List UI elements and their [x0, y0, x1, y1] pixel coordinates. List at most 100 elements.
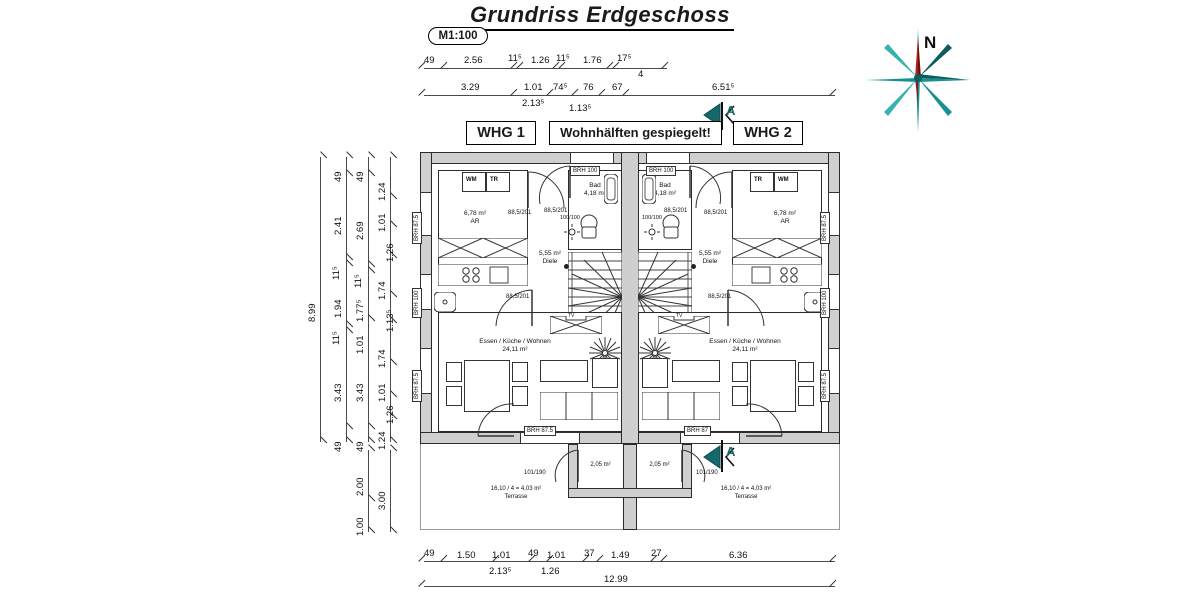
dryer-label-left: TR: [490, 177, 498, 183]
room-wohnen-area-left: 24,11 m²: [502, 346, 528, 353]
bottom-dim-label: 49: [528, 548, 539, 559]
chair-left: [512, 362, 528, 382]
washer-right: [774, 172, 798, 192]
terrace-dim-label: 2.00: [355, 477, 366, 497]
page-title-text: Grundriss Erdgeschoss: [466, 2, 734, 31]
top-dim2-sub-label: 2.13⁵: [522, 98, 545, 109]
window-label-north-right: BRH 100: [646, 166, 677, 176]
window-label-right: BRH 87.5: [820, 211, 830, 244]
floor-plan: WM TR 6,78 m² AR Bad 4,18 m² 100/100 5,5…: [412, 152, 840, 530]
bottom-dim-label: 1.49: [611, 550, 630, 561]
room-ar-name-right: AR: [780, 218, 790, 225]
room-bad-area-right: 4,18 m²: [653, 190, 677, 197]
top-dim-label: 11⁵: [556, 53, 570, 64]
wall-party: [621, 152, 639, 444]
section-marker-top: [700, 100, 740, 137]
terrace-name-left: Terrasse: [504, 494, 528, 500]
top-dim2-label: 76: [583, 82, 594, 93]
bathtub-right: [641, 173, 657, 205]
room-ar-name-left: AR: [470, 218, 480, 225]
armchair-left: [592, 358, 618, 388]
room-diele-name-right: Diele: [702, 258, 718, 265]
window-label-left: BRH 87.5: [412, 211, 422, 244]
door-label-right: 88,5/201: [708, 294, 732, 300]
left-dim-a-label: 49: [333, 171, 344, 182]
left-dim-c-label: 1.24: [377, 182, 388, 202]
chair-left: [446, 386, 462, 406]
lamp-icon-right: [644, 224, 660, 245]
chair-right: [798, 386, 814, 406]
dryer-left: [486, 172, 510, 192]
toilet-right: [662, 214, 680, 240]
entry-area-label-right: 2,05 m²: [649, 462, 670, 468]
dryer-label-right: TR: [754, 177, 762, 183]
bottom-dim-total-line: [424, 586, 835, 587]
door-label-left: 88,5/201: [506, 294, 530, 300]
mirror-note-label: Wohnhälften gespiegelt!: [549, 121, 722, 145]
window-label-left: BRH 100: [412, 287, 422, 318]
washer-left: [462, 172, 486, 192]
door-terrace-left: [476, 402, 516, 443]
left-dim-a-label: 11⁵: [331, 331, 342, 345]
bottom-dim-label: 27: [651, 548, 662, 559]
whg1-label: WHG 1: [466, 121, 536, 145]
closet-right: [731, 237, 823, 259]
left-dim-c-label: 1.13⁵: [385, 309, 396, 332]
door-label-right: 88,5/201: [704, 210, 728, 216]
room-bad-name-left: Bad: [589, 182, 601, 189]
room-ar-area-right: 6,78 m²: [773, 210, 797, 217]
terrace-name-right: Terrasse: [734, 494, 758, 500]
left-dim-c-label: 1.01: [377, 383, 388, 403]
scale-badge: M1:100: [428, 27, 488, 45]
bottom-dim-label: 37: [584, 548, 595, 559]
terrace-calc-right: 16,10 / 4 = 4,03 m²: [720, 486, 772, 492]
chair-right: [732, 362, 748, 382]
door-kitchen-right: [726, 288, 768, 333]
window-bad-label-right: 100/100: [642, 215, 662, 221]
door-label-right: 88,5/201: [664, 208, 688, 214]
entry-area-right: [637, 444, 682, 488]
door-label-left: 88,5/201: [544, 208, 568, 214]
room-diele-area-right: 5,55 m²: [698, 250, 722, 257]
left-dim-c-label: 1.26: [385, 405, 396, 425]
terrace-dim-total-line: [390, 450, 391, 532]
whg2-label: WHG 2: [733, 121, 803, 145]
wall-party-terrace: [623, 444, 637, 530]
top-dim-line-2: [424, 95, 835, 96]
dining-table-right: [750, 360, 796, 412]
window-north-right: [646, 152, 690, 164]
top-dim2-label: 6.51⁵: [712, 82, 735, 93]
door-terrace-right: [744, 402, 784, 443]
window-label-south-left: BRH 87.5: [524, 426, 557, 436]
room-wohnen-area-right: 24,11 m²: [732, 346, 758, 353]
bottom-dim-label: 1.01: [547, 550, 566, 561]
left-dim-c-label: 1.26: [385, 243, 396, 263]
left-dim-c-label: 1.01: [377, 213, 388, 233]
chair-left: [512, 386, 528, 406]
toilet-left: [580, 214, 598, 240]
door-bad-right: [688, 164, 724, 215]
coffee-table-left: [540, 360, 588, 382]
top-dim2-label: 1.01: [524, 82, 543, 93]
sofa-right: [641, 391, 721, 421]
bottom-dim-label: 49: [424, 548, 435, 559]
left-dim-b-label: 2.69: [355, 221, 366, 241]
terrace-dim-line: [368, 450, 369, 532]
terrace-calc-left: 16,10 / 4 = 4,03 m²: [490, 486, 542, 492]
terrace-dim-label: 1.00: [355, 517, 366, 537]
tv-unit-right: [657, 310, 711, 335]
entry-wall-south: [568, 488, 692, 498]
dining-table-left: [464, 360, 510, 412]
left-dim-c-label: 1.74: [377, 349, 388, 369]
left-dim-a-label: 11⁵: [331, 266, 342, 280]
door-ar-left: [526, 170, 566, 215]
washer-label-right: WM: [778, 177, 789, 183]
bottom-dim-total-label: 12.99: [604, 574, 628, 585]
top-dim2-sub-label: 1.13⁵: [569, 103, 592, 114]
lamp-icon-left: [564, 224, 580, 245]
page-title: Grundriss Erdgeschoss: [0, 2, 1200, 31]
compass-rose-icon: N: [858, 18, 978, 143]
left-dim-b-label: 49: [355, 171, 366, 182]
room-diele-area-left: 5,55 m²: [538, 250, 562, 257]
door-label-left: 88,5/201: [508, 210, 532, 216]
